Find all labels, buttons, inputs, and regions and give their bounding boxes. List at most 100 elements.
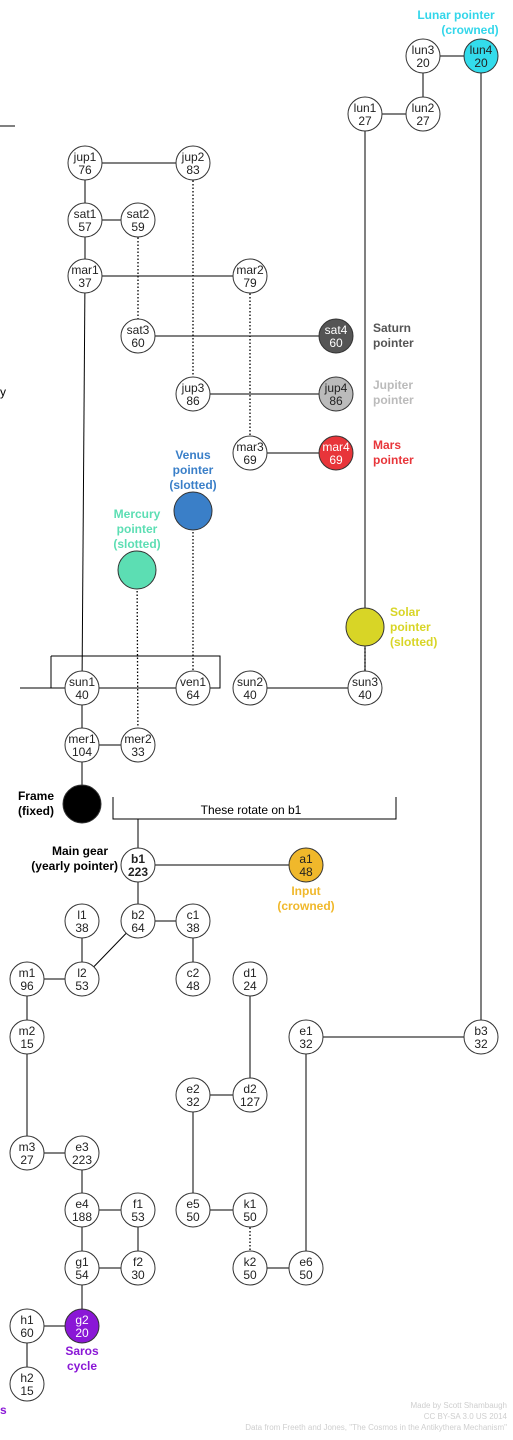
gear-m1-name: m1 <box>19 966 36 980</box>
gear-sat2-name: sat2 <box>127 207 150 221</box>
gear-mar4-teeth: 69 <box>329 453 343 467</box>
gear-e3-circle <box>64 1135 100 1171</box>
gear-g1-circle <box>64 1250 100 1286</box>
label-jupiter-pointer: Jupiter <box>373 378 413 392</box>
frame-brackets <box>0 125 397 820</box>
gear-l2-name: l2 <box>77 966 87 980</box>
gear-sun2-name: sun2 <box>237 675 263 689</box>
gear-d2-teeth: 127 <box>240 1095 260 1109</box>
gear-h1-circle <box>9 1308 45 1344</box>
gear-c1-circle <box>175 903 211 939</box>
gear-d2-circle <box>232 1077 268 1113</box>
solar-pointer-dot <box>345 607 385 647</box>
gear-lun3-teeth: 20 <box>416 56 430 70</box>
gear-m2-name: m2 <box>19 1024 36 1038</box>
gear-sat4-teeth: 60 <box>329 336 343 350</box>
gear-h2-circle <box>9 1366 45 1402</box>
label-solar-slotted: (slotted) <box>390 635 437 649</box>
gear-b2-name: b2 <box>131 908 145 922</box>
label-venus-pointer-2: pointer <box>173 463 214 477</box>
gear-jup4-name: jup4 <box>324 381 348 395</box>
label-mercury-pointer: Mercury <box>114 507 161 521</box>
gear-e1-teeth: 32 <box>299 1037 313 1051</box>
gear-mar1-teeth: 37 <box>78 276 92 290</box>
gear-sat1-circle <box>67 202 103 238</box>
gear-k1-circle <box>232 1192 268 1228</box>
gear-c2-circle <box>175 961 211 997</box>
gears-layer: lun320lun420lun127lun227jup176jup283sat1… <box>9 38 499 1402</box>
gear-sun3-name: sun3 <box>352 675 378 689</box>
gear-e1-name: e1 <box>299 1024 313 1038</box>
gear-mar3-circle <box>232 435 268 471</box>
gear-h1-teeth: 60 <box>20 1326 34 1340</box>
gear-e3-teeth: 223 <box>72 1153 92 1167</box>
gear-lun2-teeth: 27 <box>416 114 430 128</box>
gear-lun4-circle <box>463 38 499 74</box>
label-main-gear: Main gear <box>52 844 108 858</box>
gear-f1-name: f1 <box>133 1197 143 1211</box>
label-input: Input <box>291 884 320 898</box>
gear-sun2-circle <box>232 670 268 706</box>
gear-mar1-name: mar1 <box>71 263 99 277</box>
gear-jup2-circle <box>175 145 211 181</box>
gear-k1-name: k1 <box>244 1197 257 1211</box>
gear-k2-name: k2 <box>244 1255 257 1269</box>
gear-sat4-circle <box>318 318 354 354</box>
gear-mar2-teeth: 79 <box>243 276 257 290</box>
gear-e2-circle <box>175 1077 211 1113</box>
gear-a1-name: a1 <box>299 852 313 866</box>
gear-c1-teeth: 38 <box>186 921 200 935</box>
gear-mar3-teeth: 69 <box>243 453 257 467</box>
gear-f1-teeth: 53 <box>131 1210 145 1224</box>
gear-a1-teeth: 48 <box>299 865 313 879</box>
gear-sun3-teeth: 40 <box>358 688 372 702</box>
gear-d2-name: d2 <box>243 1082 257 1096</box>
gear-d1-circle <box>232 961 268 997</box>
gear-links <box>26 55 482 1384</box>
gear-e4-circle <box>64 1192 100 1228</box>
gear-mer2-teeth: 33 <box>131 745 145 759</box>
gear-sat3-circle <box>120 318 156 354</box>
pointer-dots <box>62 491 385 824</box>
gear-l1-teeth: 38 <box>75 921 89 935</box>
label-rotate-note: These rotate on b1 <box>201 803 302 817</box>
label-saros: Saros <box>65 1344 99 1358</box>
gear-l2-circle <box>64 961 100 997</box>
label-solar-pointer-2: pointer <box>390 620 431 634</box>
gear-ven1-name: ven1 <box>180 675 206 689</box>
gear-jup4-circle <box>318 376 354 412</box>
gear-e6-teeth: 50 <box>299 1268 313 1282</box>
label-frame-fixed: (fixed) <box>18 804 54 818</box>
gear-jup1-name: jup1 <box>73 150 97 164</box>
gear-jup2-teeth: 83 <box>186 163 200 177</box>
gear-jup4-teeth: 86 <box>329 394 343 408</box>
label-mercury-pointer-2: pointer <box>117 522 158 536</box>
gear-e2-name: e2 <box>186 1082 200 1096</box>
gear-l2-teeth: 53 <box>75 979 89 993</box>
label-jupiter-pointer-2: pointer <box>373 393 414 407</box>
gear-a1-circle <box>288 847 324 883</box>
gear-g2-name: g2 <box>75 1313 89 1327</box>
gear-lun2-circle <box>405 96 441 132</box>
